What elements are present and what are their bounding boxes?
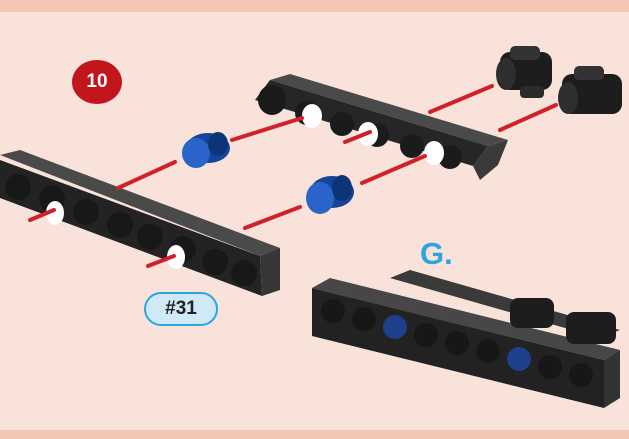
subassembly-g-preview [312, 270, 620, 408]
guide-line [116, 160, 177, 190]
connector-pin-top [496, 46, 552, 98]
long-beam [0, 150, 280, 296]
part-number: #31 [165, 298, 197, 319]
guide-line [343, 130, 372, 144]
part-number-label: #31 [144, 292, 218, 326]
guide-line [146, 254, 176, 268]
guide-line [28, 208, 56, 222]
guide-line [230, 116, 304, 142]
guide-line [243, 205, 302, 230]
blue-bushing-upper [182, 132, 230, 168]
upper-beam [255, 74, 508, 180]
guide-line [360, 154, 427, 185]
guide-line [498, 103, 558, 132]
step-number-badge: 10 [72, 60, 122, 104]
guide-lines [28, 84, 558, 268]
step-number: 10 [86, 71, 108, 92]
subassembly-label: G. [420, 236, 453, 271]
blue-bushing-lower [306, 175, 354, 214]
guide-line [428, 84, 494, 114]
connector-pin-right [558, 66, 622, 114]
